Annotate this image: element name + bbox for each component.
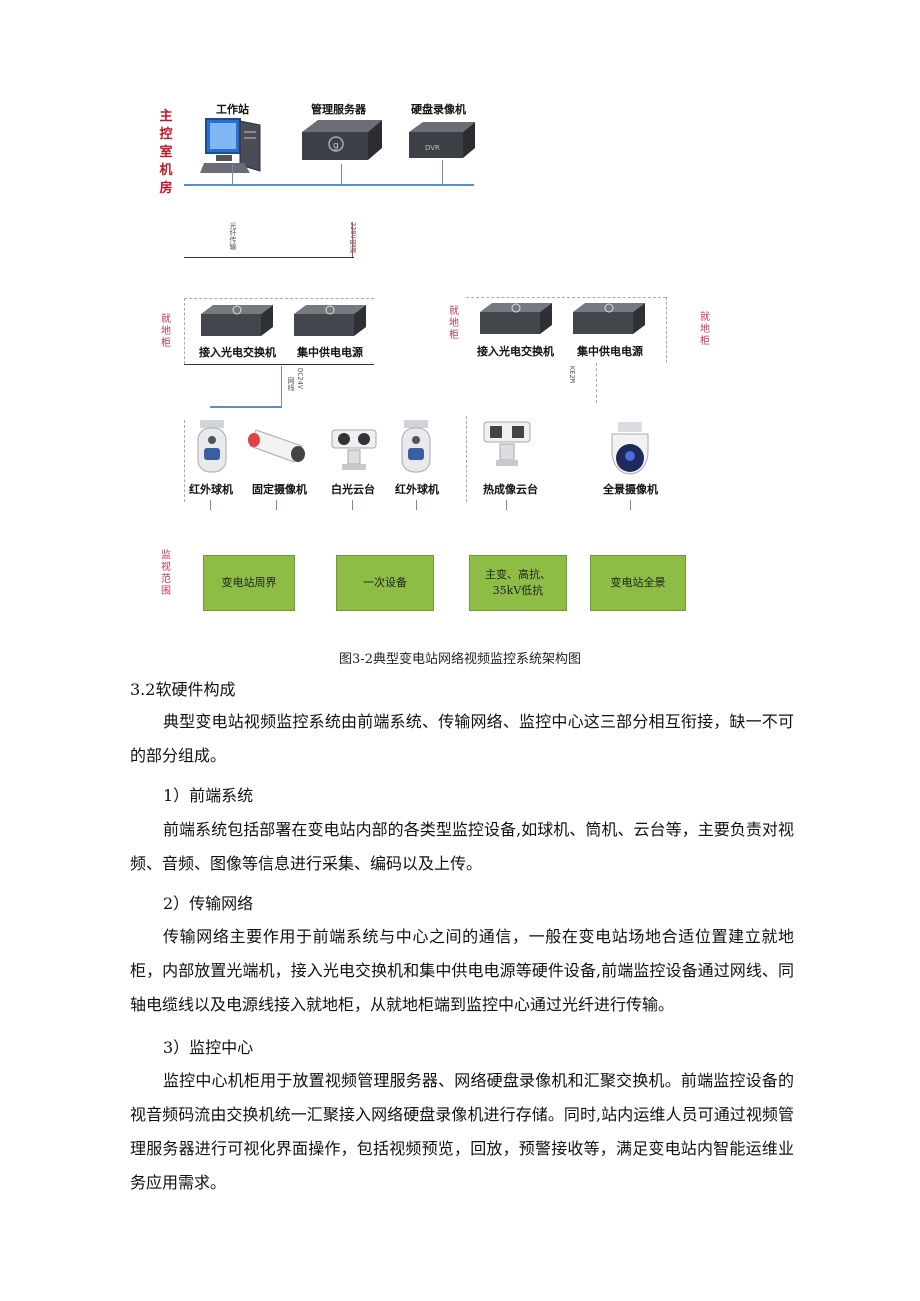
section-title: 3.2软硬件构成	[130, 680, 236, 699]
cable-label: 网线	[287, 377, 295, 391]
access-switch-label-right: 接入光电交换机	[477, 345, 554, 358]
cable-label-2: DC24V	[296, 368, 304, 390]
thermal-ptz-icon	[483, 421, 531, 466]
camera-stub-3	[352, 500, 353, 510]
camera-stub-2	[276, 500, 277, 510]
fiber-label-left: 光纤传输	[229, 222, 237, 250]
panoramic-camera-icon	[611, 422, 649, 475]
access-switch-label-left: 接入光电交换机	[199, 346, 276, 359]
power-supply-icon-right	[573, 303, 645, 334]
camera-label-3: 白光云台	[331, 483, 375, 496]
intro-paragraph: 典型变电站视频监控系统由前端系统、传输网络、监控中心这三部分相互衔接，缺一不可的…	[130, 712, 794, 765]
cabinet-label-mid: 就地柜	[449, 306, 459, 341]
workstation-label: 工作站	[216, 103, 249, 116]
camera-stub-1	[210, 500, 211, 510]
power-supply-label-right: 集中供电电源	[577, 345, 643, 358]
camera-label-1: 红外球机	[189, 483, 233, 496]
room-label: 主控室机房	[159, 109, 173, 196]
camera-region-left	[184, 420, 185, 502]
cabinet-left-baseline	[184, 364, 374, 365]
mgmt-server-label: 管理服务器	[311, 103, 366, 116]
ir-dome-camera-icon-2	[401, 420, 431, 473]
item-heading-1: 1）前端系统	[163, 786, 254, 805]
area-box-primary-equipment: 一次设备	[336, 555, 434, 611]
ir-dome-camera-icon-1	[197, 420, 227, 473]
area-box-perimeter: 变电站周界	[203, 555, 295, 611]
item-body-2: 传输网络主要作用于前端系统与中心之间的通信，一般在变电站场地合适位置建立就地柜，…	[130, 927, 794, 1014]
item-body-1: 前端系统包括部署在变电站内部的各类型监控设备,如球机、筒机、云台等，主要负责对视…	[130, 820, 794, 873]
nvr-link	[442, 160, 443, 186]
cabinet-border-left-side	[184, 298, 185, 364]
cabinet-label-left: 就地柜	[161, 314, 171, 349]
dvr-badge: DVR	[425, 144, 440, 152]
power-supply-icon-left	[294, 305, 366, 336]
camera-stub-5	[506, 500, 507, 510]
cable-label-right: KE2M	[568, 366, 576, 383]
area-box-transformer: 主变、高抗、35kV低抗	[469, 555, 567, 611]
camera-stub-4	[416, 500, 417, 510]
area-box-panorama: 变电站全景	[590, 555, 686, 611]
server-link	[341, 164, 342, 186]
fixed-camera-icon	[248, 429, 305, 463]
cabinet-border-right-top	[466, 297, 666, 298]
camera-bus-link	[210, 406, 282, 408]
nvr-label: 硬盘录像机	[411, 103, 466, 116]
power-line	[352, 222, 353, 258]
power-label-left: 220V电源	[349, 222, 357, 253]
white-light-ptz-icon	[331, 429, 377, 470]
cabinet-border-left-top	[184, 298, 374, 299]
workstation-link	[232, 164, 233, 186]
figure-caption: 图3-2典型变电站网络视频监控系统架构图	[339, 652, 581, 667]
mgmt-server-icon: g	[302, 120, 382, 160]
camera-region-right	[466, 416, 467, 502]
power-supply-label-left: 集中供电电源	[297, 346, 363, 359]
camera-label-6: 全景摄像机	[603, 483, 658, 496]
workstation-icon	[200, 118, 261, 173]
access-switch-icon-left	[201, 305, 273, 336]
camera-label-5: 热成像云台	[483, 483, 538, 496]
item-body-3: 监控中心机柜用于放置视频管理服务器、网络硬盘录像机和汇聚交换机。前端监控设备的视…	[130, 1071, 794, 1192]
cabinet-camera-link	[281, 366, 282, 408]
cabinet-right-link	[596, 363, 597, 403]
cabinet-border-right-side	[666, 297, 667, 363]
camera-label-2: 固定摄像机	[252, 483, 307, 496]
trunk-line	[184, 257, 354, 258]
item-heading-3: 3）监控中心	[163, 1038, 254, 1057]
svg-text:g: g	[333, 141, 339, 151]
control-room-bus	[184, 184, 474, 186]
cabinet-label-right: 就地柜	[700, 312, 710, 347]
nvr-icon: DVR	[409, 122, 475, 158]
item-heading-2: 2）传输网络	[163, 894, 254, 913]
access-switch-icon-right	[480, 303, 552, 334]
monitor-area-label: 监视范围	[161, 550, 171, 597]
camera-stub-6	[630, 500, 631, 510]
camera-label-4: 红外球机	[395, 483, 439, 496]
